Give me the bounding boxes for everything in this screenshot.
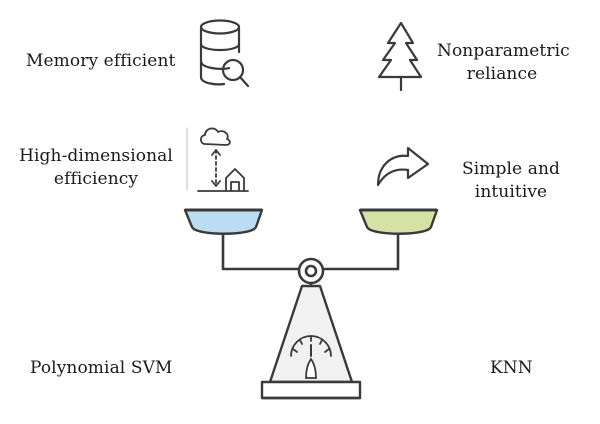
label-simple-line1: Simple and (462, 159, 560, 179)
label-memory-efficient: Memory efficient (26, 51, 176, 71)
label-high-dimensional-efficiency: High-dimensional efficiency (12, 145, 180, 191)
label-nonparametric-reliance: Nonparametric reliance (437, 40, 570, 86)
balance-scale-icon (221, 233, 400, 288)
label-simple-and-intuitive: Simple and intuitive (455, 158, 567, 204)
tree-icon (377, 21, 423, 92)
redo-arrow-icon (376, 146, 430, 187)
label-polynomial-svm: Polynomial SVM (30, 358, 173, 378)
label-simple-line2: intuitive (474, 182, 548, 202)
label-nonparametric-line2: reliance (466, 64, 538, 84)
label-high-dimensional-line2: efficiency (53, 169, 139, 189)
scale-stand (260, 284, 362, 400)
label-nonparametric-line1: Nonparametric (437, 41, 570, 61)
gauge-icon (290, 335, 332, 379)
label-knn: KNN (490, 358, 533, 378)
label-high-dimensional-line1: High-dimensional (19, 146, 173, 166)
cloud-upload-icon (186, 127, 249, 192)
database-search-icon (199, 19, 250, 88)
left-scale-pan (183, 208, 264, 235)
right-scale-pan (358, 208, 439, 235)
